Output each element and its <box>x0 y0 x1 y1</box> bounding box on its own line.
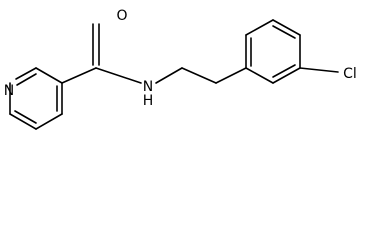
molecule-structure-diagram: O N H N Cl <box>4 8 357 130</box>
oxygen-atom-label: O <box>116 8 127 24</box>
benzene-double-bond-c5-c6 <box>272 64 296 78</box>
pyridine-bond-c2-n1 <box>15 67 37 80</box>
amide-nitrogen-atom-label: N <box>143 79 153 95</box>
pyridine-double-bond-c2-n1 <box>16 73 37 86</box>
pyridine-nitrogen-atom-label: N <box>4 83 14 99</box>
pyridine-bond-c6-c5 <box>9 113 37 130</box>
benzene-bond-c2-c3 <box>245 19 274 36</box>
benzene-bond-c3-c4 <box>272 19 301 36</box>
bond-ring-to-carbonyl <box>61 67 97 84</box>
bond-ch2-to-benzene <box>215 67 247 84</box>
bond-carbonyl-to-nitrogen <box>95 67 142 84</box>
benzene-bond-c6-c1 <box>245 67 274 84</box>
bonds <box>9 19 339 130</box>
bond-nitrogen-to-ch2 <box>155 67 183 84</box>
amide-hydrogen-atom-label: H <box>143 93 154 109</box>
bond-ch2-to-ch2 <box>181 67 217 84</box>
bond-benzene-to-chlorine <box>299 67 339 73</box>
benzene-bond-c5-c6 <box>272 67 301 84</box>
pyridine-bond-c5-c4 <box>35 113 63 130</box>
pyridine-double-bond-c6-c5 <box>14 110 37 124</box>
benzene-double-bond-c3-c4 <box>272 25 296 39</box>
pyridine-bond-c3-c2 <box>35 67 63 84</box>
chlorine-atom-label: Cl <box>343 66 357 82</box>
